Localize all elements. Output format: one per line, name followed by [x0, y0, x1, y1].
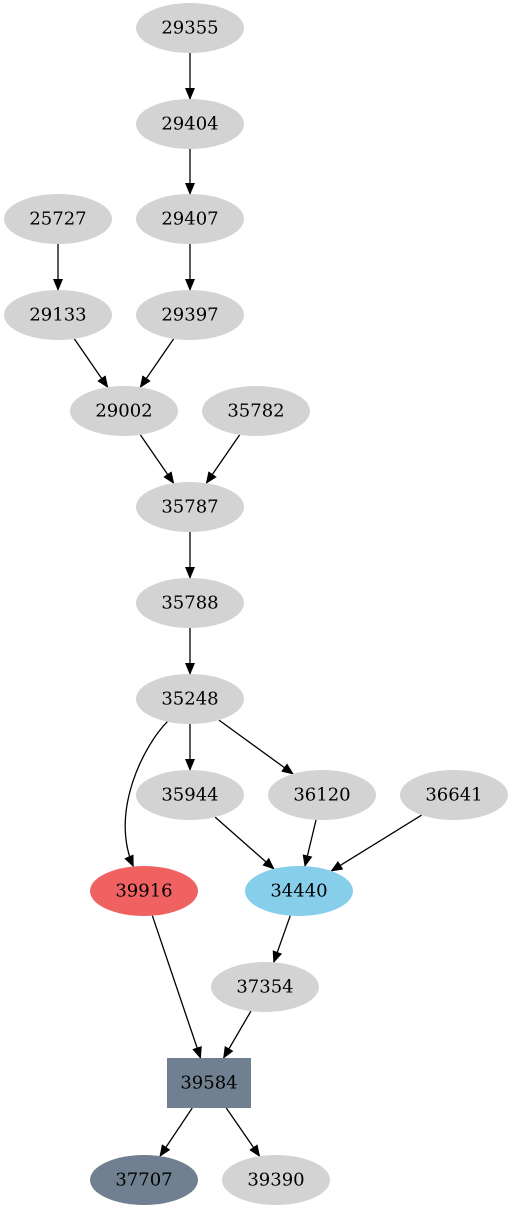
edge-35944-to-34440	[214, 816, 275, 870]
node-37354[interactable]: 37354	[211, 962, 319, 1012]
node-label: 36120	[293, 785, 350, 806]
node-label: 39390	[247, 1170, 304, 1191]
node-25727[interactable]: 25727	[4, 194, 112, 244]
node-ellipse	[400, 770, 508, 820]
node-label: 35944	[161, 785, 218, 806]
edge-34440-to-37354	[272, 915, 291, 964]
node-39390[interactable]: 39390	[222, 1155, 330, 1205]
node-label: 34440	[270, 881, 327, 902]
edge-36641-to-34440	[330, 814, 423, 872]
edge-29002-to-35787	[139, 434, 175, 485]
node-35944[interactable]: 35944	[136, 770, 244, 820]
node-label: 39584	[180, 1073, 237, 1094]
node-ellipse	[268, 770, 376, 820]
node-29002[interactable]: 29002	[70, 386, 178, 436]
node-36641[interactable]: 36641	[400, 770, 508, 820]
nodes-layer: 29355 29404 25727 29407 29133 29397 29002 35782…	[4, 3, 508, 1205]
node-ellipse	[202, 386, 310, 436]
edge-29397-to-29002	[139, 338, 175, 389]
edge-36120-to-34440	[302, 819, 317, 868]
node-ellipse	[222, 1155, 330, 1205]
node-ellipse	[136, 99, 244, 149]
node-29397[interactable]: 29397	[136, 290, 244, 340]
node-label: 29404	[161, 114, 218, 135]
node-ellipse	[136, 194, 244, 244]
node-36120[interactable]: 36120	[268, 770, 376, 820]
node-label: 29397	[161, 305, 218, 326]
node-35788[interactable]: 35788	[136, 578, 244, 628]
node-35248[interactable]: 35248	[136, 674, 244, 724]
edge-37354-to-39584	[223, 1010, 252, 1059]
node-29407[interactable]: 29407	[136, 194, 244, 244]
edge-39584-to-39390	[225, 1107, 261, 1158]
edge-35248-to-39916	[124, 721, 168, 868]
node-39916[interactable]: 39916	[90, 866, 198, 916]
node-label: 35788	[161, 593, 218, 614]
edge-29133-to-29002	[73, 338, 109, 389]
node-ellipse	[136, 3, 244, 53]
node-ellipse	[136, 482, 244, 532]
node-ellipse	[90, 866, 198, 916]
node-label: 39916	[115, 881, 172, 902]
node-ellipse	[90, 1155, 198, 1205]
node-35787[interactable]: 35787	[136, 482, 244, 532]
node-29404[interactable]: 29404	[136, 99, 244, 149]
edges-layer	[53, 53, 423, 1158]
node-29133[interactable]: 29133	[4, 290, 112, 340]
node-34440[interactable]: 34440	[245, 866, 353, 916]
node-ellipse	[136, 578, 244, 628]
node-ellipse	[4, 290, 112, 340]
node-label: 35787	[161, 497, 218, 518]
node-label: 36641	[425, 785, 482, 806]
node-ellipse	[136, 674, 244, 724]
node-label: 29355	[161, 18, 218, 39]
node-box	[167, 1058, 251, 1108]
node-label: 25727	[29, 209, 86, 230]
edge-35782-to-35787	[205, 434, 241, 485]
node-39584[interactable]: 39584	[167, 1058, 251, 1108]
node-label: 29002	[95, 401, 152, 422]
node-ellipse	[136, 770, 244, 820]
node-37707[interactable]: 37707	[90, 1155, 198, 1205]
node-ellipse	[70, 386, 178, 436]
node-ellipse	[4, 194, 112, 244]
node-ellipse	[211, 962, 319, 1012]
node-label: 29407	[161, 209, 218, 230]
node-ellipse	[245, 866, 353, 916]
node-label: 29133	[29, 305, 86, 326]
edge-39584-to-37707	[159, 1107, 193, 1157]
node-29355[interactable]: 29355	[136, 3, 244, 53]
edge-35248-to-36120	[218, 719, 294, 775]
node-label: 35248	[161, 689, 218, 710]
node-label: 35782	[227, 401, 284, 422]
node-35782[interactable]: 35782	[202, 386, 310, 436]
edge-39916-to-39584	[151, 915, 202, 1059]
node-label: 37707	[115, 1170, 172, 1191]
node-label: 37354	[236, 977, 293, 998]
node-ellipse	[136, 290, 244, 340]
